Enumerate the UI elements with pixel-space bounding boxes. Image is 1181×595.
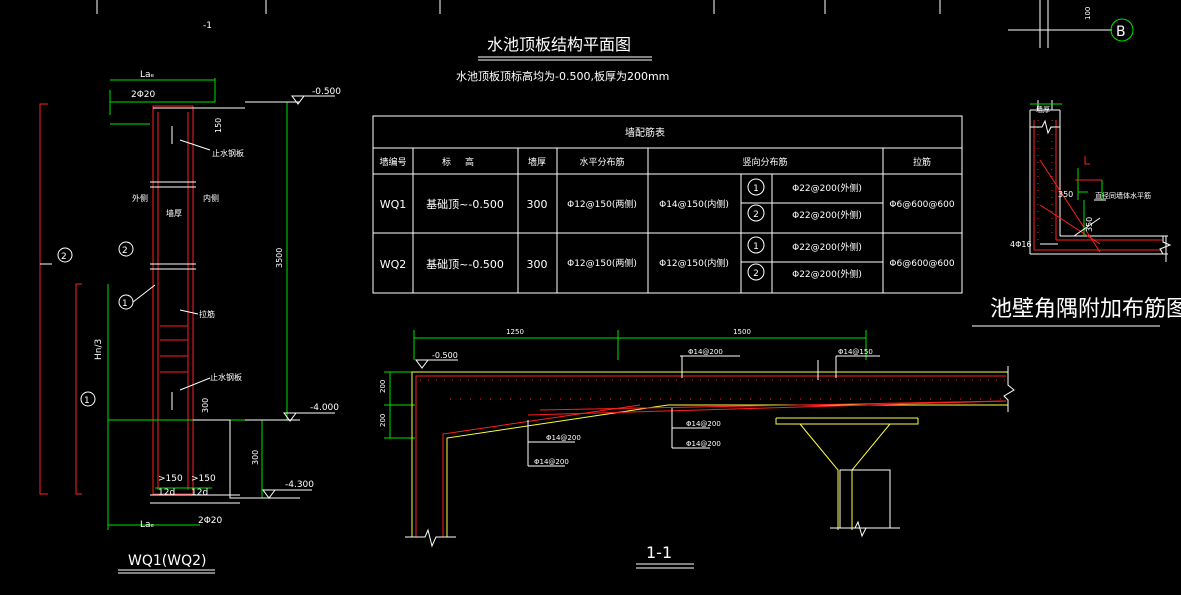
s11-elev: -0.500 [432,351,458,360]
left-bot-150-right: >150 [191,474,216,484]
rebar-table [372,115,963,294]
corner-dim-350b: 350 [1085,217,1094,232]
corner-rebar: 4Φ16 [1010,240,1032,249]
left-wall-thick: 墙厚 [166,208,182,218]
table-header-id: 墙编号 [379,156,406,168]
left-section-title: WQ1(WQ2) [128,553,206,569]
left-mark-2b: 2 [61,252,67,262]
corner-title: 池壁角隅附加布筋图 [990,297,1181,322]
left-la-top: Laₑ [140,70,155,80]
table-row1-horiz: Φ12@150(两侧) [567,198,637,210]
table-row1-sub1-v: Φ22@200(外侧) [792,182,862,194]
left-dim-3500: 3500 [275,248,284,268]
left-bot-150-left: >150 [158,474,183,484]
table-row1-id: WQ1 [380,198,407,211]
drawing-subtitle: 水池顶板顶标高均为-0.500,板厚为200mm [456,69,669,83]
s11-rebar-top-right: Φ14@150 [838,348,873,356]
left-water-stop-bot: 止水钢板 [210,372,242,382]
left-bot-12d-left: 12d [158,488,175,498]
left-water-stop-top: 止水钢板 [212,148,244,158]
left-dim-300: 300 [251,450,260,465]
left-rebar-bottom: 2Φ20 [198,516,223,526]
left-bot-12d-right: 12d [191,488,208,498]
table-row1-vert-main: Φ14@150(内侧) [659,198,729,210]
left-elev-top: -0.500 [312,87,341,97]
table-row1-tie: Φ6@600@600 [889,200,954,210]
left-elev-mid: -4.000 [310,403,339,413]
table-row2-sub1-n: 1 [753,242,759,252]
s11-rebar-b: Φ14@200 [686,440,721,448]
left-dim-300-small: 300 [201,398,210,413]
drawing-title: 水池顶板结构平面图 [487,35,631,54]
wall-section-wq1 [39,78,335,574]
table-header-elev: 标高 [442,156,488,168]
marker-top-left: -1 [203,21,212,31]
table-row1-sub2-v: Φ22@200(外侧) [792,209,862,221]
section-1-1 [384,330,1015,569]
table-row2-sub2-n: 2 [753,269,759,279]
table-header-thick: 墙厚 [528,156,546,168]
table-row1-thick: 300 [527,198,548,211]
s11-dim-200-bot: 200 [379,414,387,427]
left-ties: 拉筋 [199,309,215,319]
corner-detail [972,100,1172,327]
table-header-horiz: 水平分布筋 [579,156,624,168]
s11-dim-left: 1250 [506,328,524,336]
table-row1-sub2-n: 2 [753,210,759,220]
s11-rebar-d: Φ14@200 [534,458,569,466]
table-row2-sub1-v: Φ22@200(外侧) [792,241,862,253]
table-row2-elev: 基础顶~-0.500 [426,258,504,271]
corner-note: 直径同墙体水平筋 [1095,191,1151,200]
left-elev-bot: -4.300 [285,480,314,490]
tick-100-label: 100 [1084,7,1092,20]
corner-wall-thick: 墙厚 [1036,105,1050,114]
left-mark-2a: 2 [122,246,128,256]
left-mark-1b: 1 [84,396,90,406]
grid-b-label: B [1116,24,1126,40]
left-hn3: Hn/3 [94,339,104,360]
table-row2-id: WQ2 [380,258,407,271]
left-la-bottom: Laₑ [140,520,155,530]
left-inner: 内侧 [203,193,219,203]
grid-axis-b: B 100 [1008,0,1134,48]
s11-rebar-c: Φ14@200 [546,434,581,442]
table-header-vert: 竖向分布筋 [742,156,787,168]
s11-rebar-top-mid: Φ14@200 [688,348,723,356]
s11-title: 1-1 [646,543,672,562]
s11-dim-200-top: 200 [379,380,387,393]
table-header-tie: 拉筋 [913,156,931,168]
left-outer: 外侧 [132,193,148,203]
table-title: 墙配筋表 [625,126,665,139]
table-row2-vert-main: Φ12@150(内侧) [659,257,729,269]
s11-dim-right: 1500 [733,328,751,336]
top-edge-ticks [96,0,941,14]
left-dim-150: 150 [214,118,223,133]
table-row2-thick: 300 [527,258,548,271]
table-row2-sub2-v: Φ22@200(外侧) [792,268,862,280]
s11-rebar-a: Φ14@200 [686,420,721,428]
table-row1-elev: 基础顶~-0.500 [426,198,504,211]
left-mark-1a: 1 [122,299,128,309]
table-row1-sub1-n: 1 [753,184,759,194]
corner-dim-350a: 350 [1058,190,1073,199]
left-rebar-top: 2Φ20 [131,90,156,100]
table-row2-horiz: Φ12@150(两侧) [567,257,637,269]
table-row2-tie: Φ6@600@600 [889,259,954,269]
